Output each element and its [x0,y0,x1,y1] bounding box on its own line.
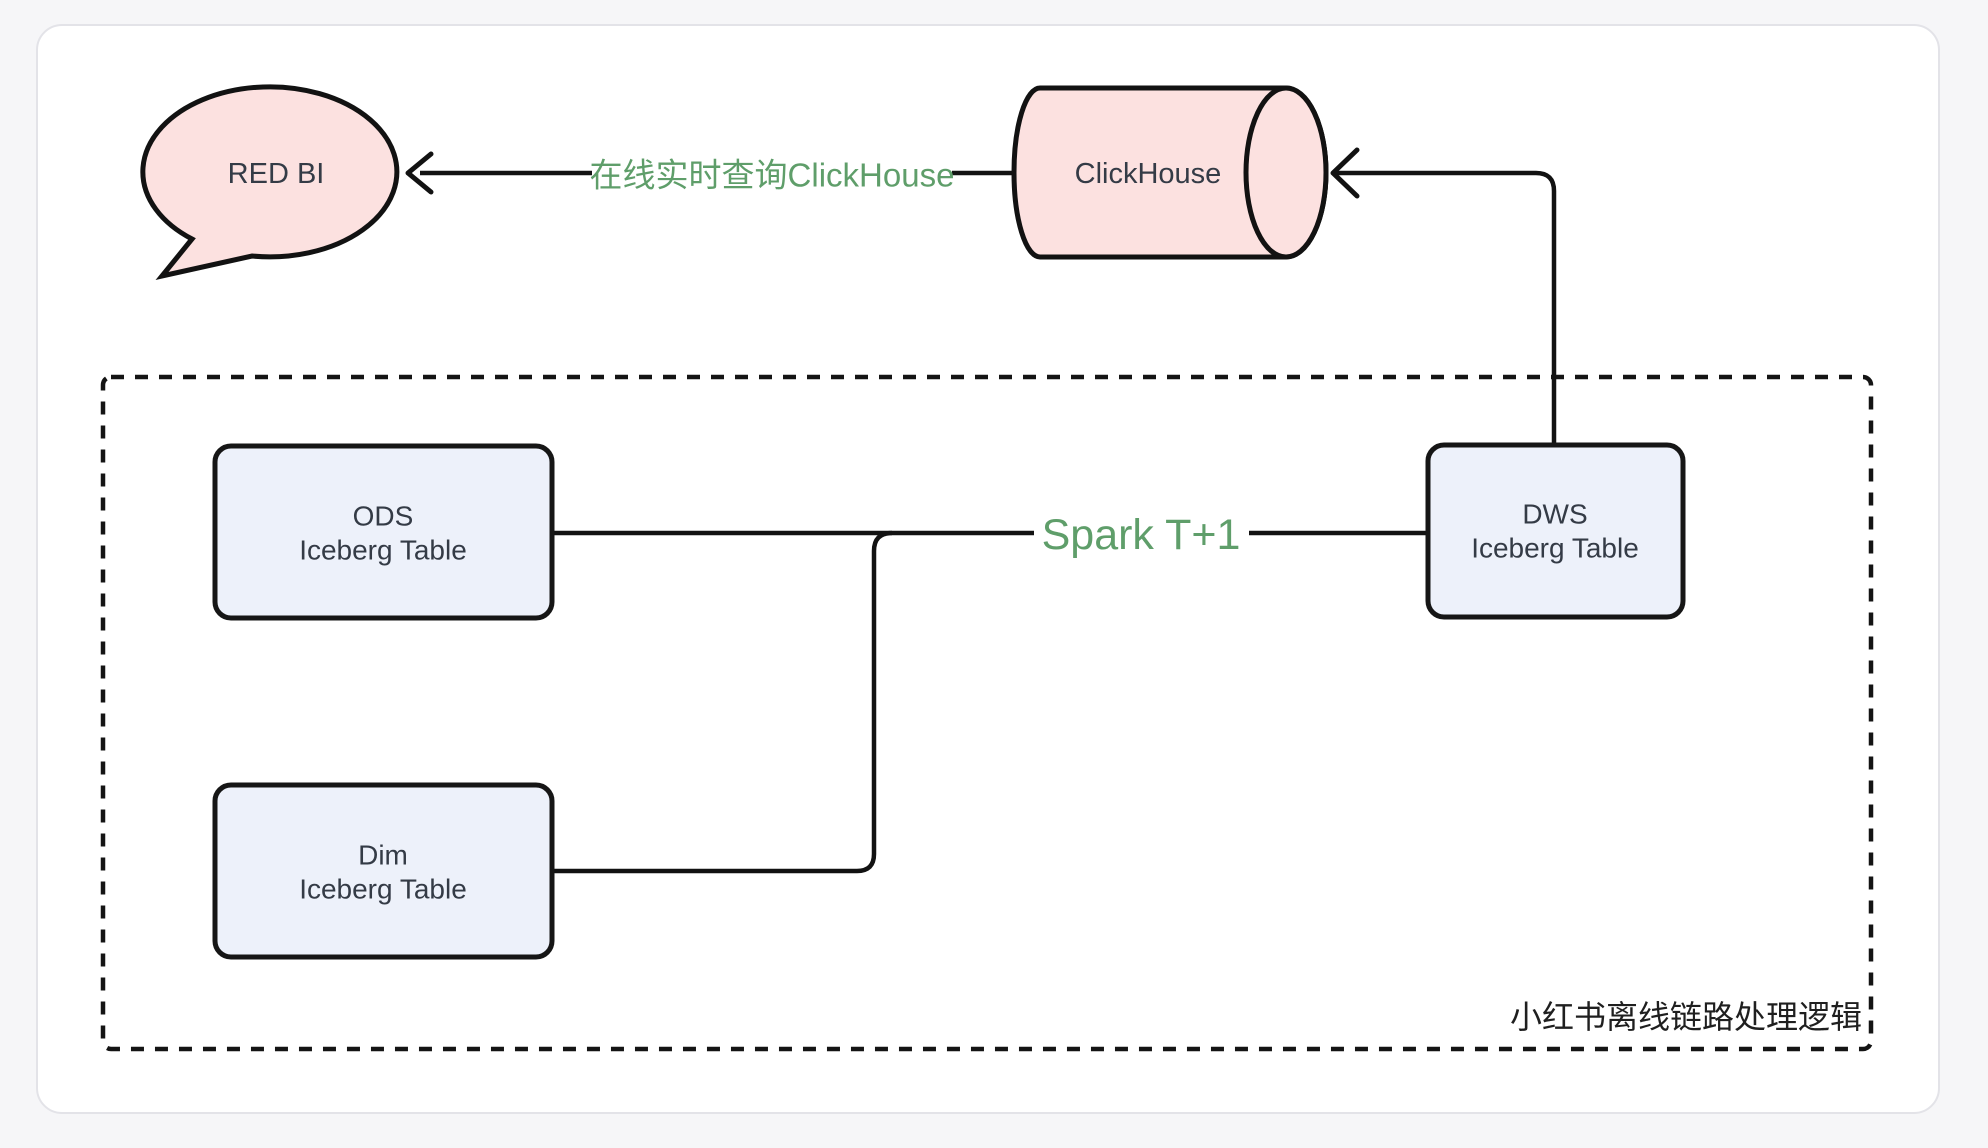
dim-label-line2: Iceberg Table [299,874,467,905]
edge-dim-to-spark [552,530,893,874]
node-clickhouse: ClickHouse [1011,85,1329,260]
node-dws: DWS Iceberg Table [1425,442,1686,620]
node-red-bi: RED BI [140,84,400,280]
arrowhead-into-clickhouse [1330,147,1360,199]
edge-label-online-query: 在线实时查询ClickHouse [590,157,955,194]
offline-group-label: 小红书离线链路处理逻辑 [1510,999,1862,1035]
node-dim: Dim Iceberg Table [212,782,555,960]
dws-box-shape [1425,442,1686,620]
ods-box-shape [212,443,555,621]
arrowhead-into-redbi [405,151,434,195]
dim-label-line1: Dim [358,840,408,871]
edge-label-spark: Spark T+1 [1042,511,1241,559]
dws-label-line1: DWS [1522,499,1587,530]
ods-label-line2: Iceberg Table [299,535,467,566]
dim-box-shape [212,782,555,960]
edge-dws-to-clickhouse [1333,170,1557,443]
clickhouse-label: ClickHouse [1075,158,1222,190]
node-ods: ODS Iceberg Table [212,443,555,621]
offline-group-border [100,374,1874,1052]
ods-label-line1: ODS [353,501,414,532]
dws-label-line2: Iceberg Table [1471,533,1639,564]
red-bi-label: RED BI [228,158,325,190]
cylinder-end-cap [1243,85,1329,260]
speech-bubble-shape [140,84,400,280]
